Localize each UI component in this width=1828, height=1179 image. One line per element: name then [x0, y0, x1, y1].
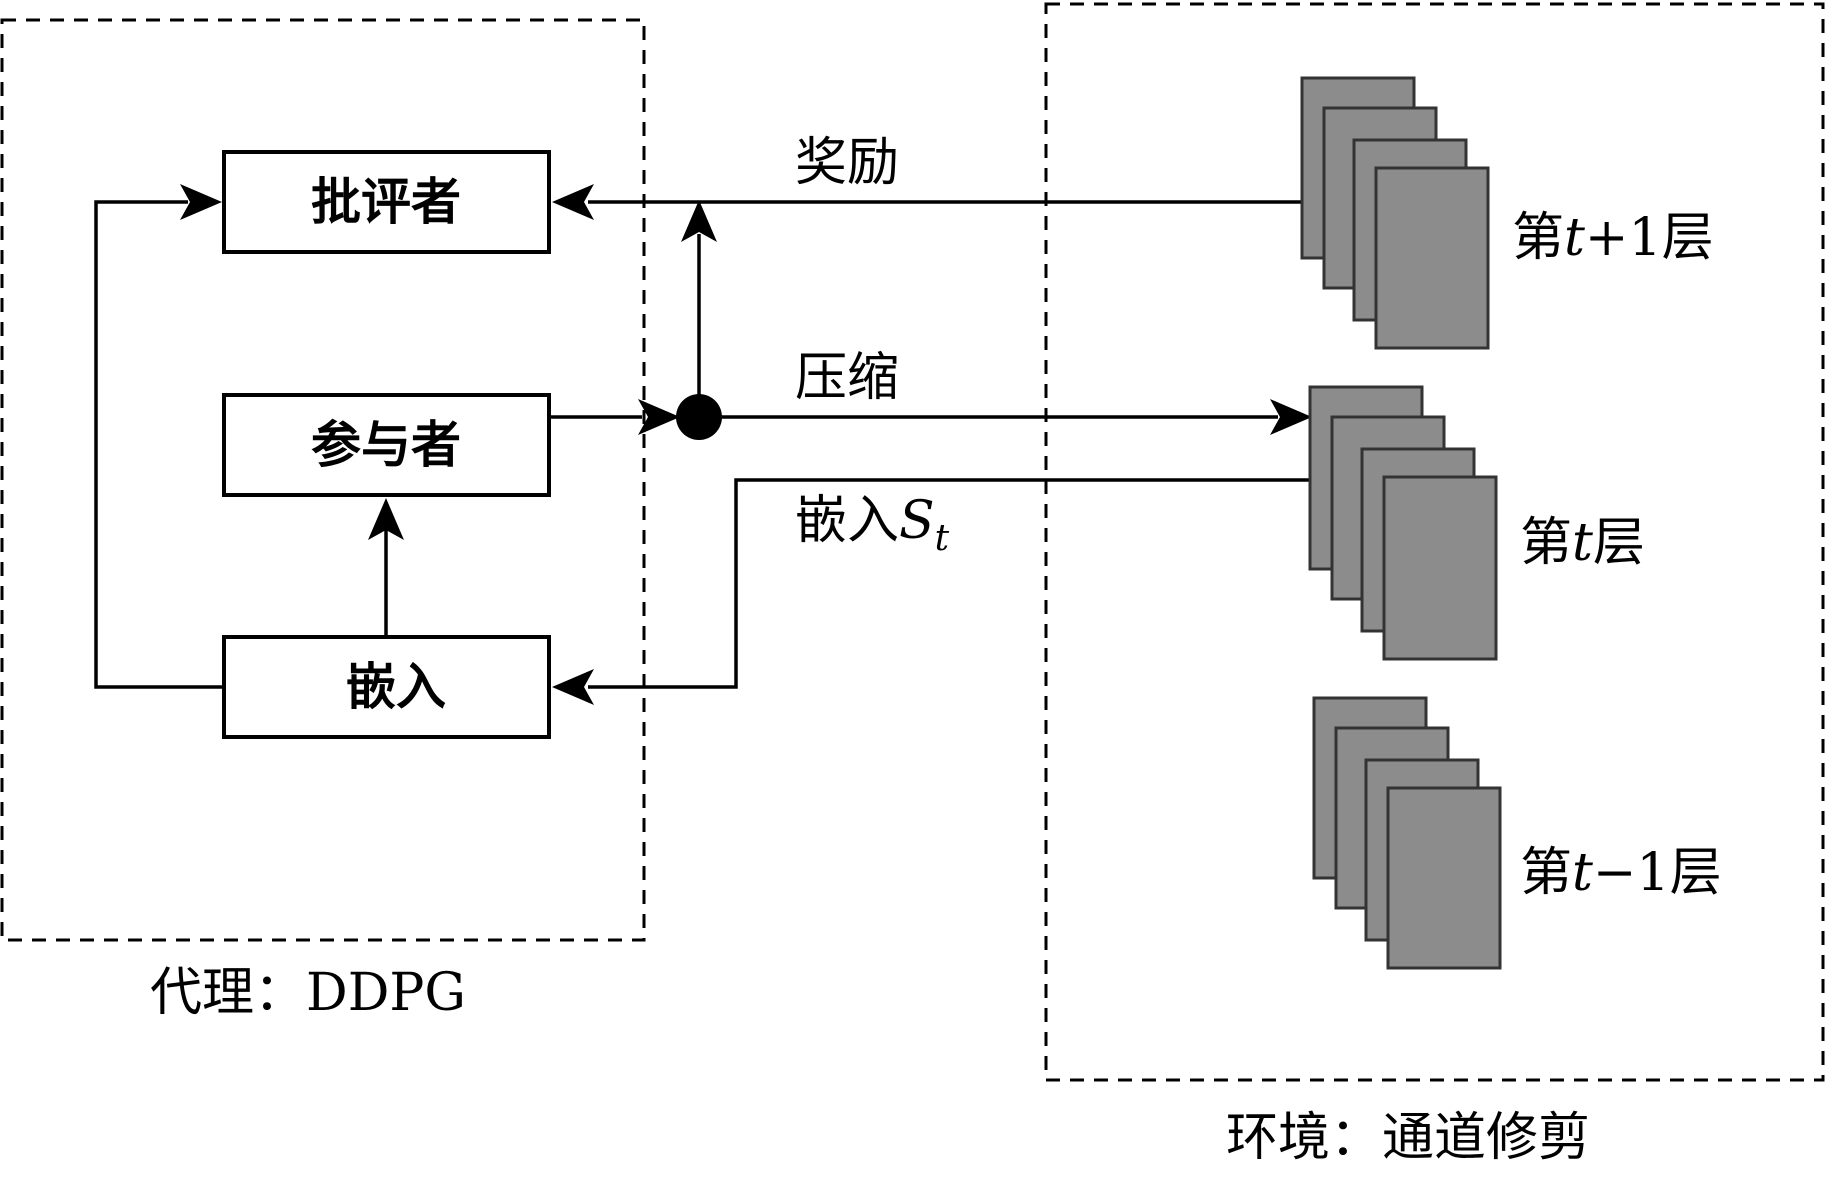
layer-t-plus-1-stack — [1300, 76, 1490, 350]
compress-label: 压缩 — [795, 348, 899, 408]
layer-t-label: 第t层 — [1520, 513, 1645, 573]
agent-caption: 代理：DDPG — [150, 963, 466, 1023]
critic-box — [222, 150, 551, 254]
embed-state-label: 嵌入St — [795, 491, 950, 559]
embed-to-actor-arrowhead — [368, 498, 404, 540]
actor-box — [222, 393, 551, 497]
layer-t-minus-1-stack — [1312, 696, 1502, 970]
embed-to-critic-arrowhead — [180, 184, 222, 220]
embed-state-line — [588, 478, 1312, 689]
reward-label: 奖励 — [795, 133, 899, 193]
embed-state-subscript: t — [935, 518, 950, 559]
embed-state-prefix: 嵌入 — [795, 491, 899, 551]
reward-arrowhead — [552, 184, 594, 220]
layer-t-minus-1-label: 第t−1层 — [1520, 843, 1722, 903]
embed-label: 嵌入 — [346, 658, 446, 716]
environment-region — [1044, 2, 1825, 1082]
critic-label: 批评者 — [311, 173, 461, 231]
embed-state-arrowhead — [552, 669, 594, 705]
junction-up-arrowhead — [681, 200, 717, 242]
embed-to-critic-line — [94, 200, 224, 689]
compress-arrowhead — [1270, 399, 1312, 435]
layer-t-stack — [1308, 385, 1498, 661]
actor-label: 参与者 — [311, 416, 461, 474]
agent-region — [0, 18, 646, 942]
actor-output-arrowhead — [638, 399, 680, 435]
layer-t-plus-1-label: 第t+1层 — [1512, 208, 1714, 268]
environment-caption: 环境：通道修剪 — [1226, 1108, 1590, 1168]
embed-state-symbol: S — [899, 491, 935, 551]
